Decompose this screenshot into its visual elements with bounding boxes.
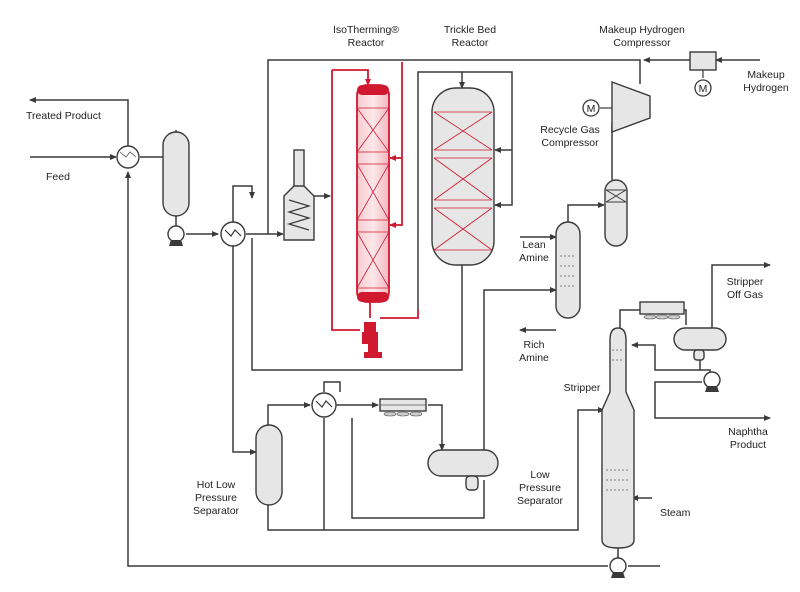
stripper-offgas-label: Stripper xyxy=(727,276,764,288)
hotsep-overhead-line xyxy=(267,402,311,425)
rich-amine-label: Rich xyxy=(523,339,544,351)
feed-effluent-exchanger xyxy=(220,221,246,247)
exchanger-loop-line xyxy=(232,185,255,222)
lean-amine-label: Lean xyxy=(522,239,546,251)
reflux-pump xyxy=(703,371,721,392)
stripper-offgas-label-2: Off Gas xyxy=(727,289,763,301)
trickle-bed-label-2: Reactor xyxy=(452,37,489,49)
feed-exchanger xyxy=(116,145,140,169)
low-pressure-separator-label-3: Separator xyxy=(517,495,564,507)
aircooler-to-lpsep-line xyxy=(428,404,445,451)
scrubber-to-ko-line xyxy=(567,202,605,222)
isotherming-injection-line xyxy=(389,62,403,228)
makeup-motor-label: M xyxy=(699,83,708,95)
amine-scrubber xyxy=(555,221,581,319)
isotherming-reactor-label-2: Reactor xyxy=(348,37,385,49)
rich-amine-label-2: Amine xyxy=(519,352,549,364)
naphtha-product-label: Naphtha xyxy=(728,426,768,438)
feed-pump xyxy=(167,225,185,246)
makeup-hydrogen-label: Makeup xyxy=(747,69,785,81)
treated-product-line xyxy=(29,97,129,148)
makeup-hydrogen-label-2: Hydrogen xyxy=(743,82,789,94)
stripper-bottoms-pump xyxy=(609,557,627,578)
air-cooler xyxy=(379,398,427,417)
hot-lp-separator-label-3: Separator xyxy=(193,505,240,517)
feed-surge-drum xyxy=(162,131,190,217)
steam-label: Steam xyxy=(660,507,691,519)
stripper-overhead-line xyxy=(619,309,640,330)
reactor-effluent-line xyxy=(251,238,463,371)
separator-gas-line xyxy=(483,287,557,450)
hot-lp-separator-label: Hot Low xyxy=(197,479,236,491)
lean-amine-label-2: Amine xyxy=(519,252,549,264)
trickle-bed-reactor xyxy=(431,87,495,266)
cooler-exchanger xyxy=(311,392,337,418)
naphtha-product-line xyxy=(654,381,771,421)
stripper-air-cooler xyxy=(639,301,685,320)
makeup-hydrogen-compressor: M xyxy=(689,51,717,97)
reflux-line xyxy=(631,342,701,371)
exchanger-to-hotsep-line xyxy=(232,246,257,455)
isotherming-reactor xyxy=(356,84,390,303)
bottoms-return-line xyxy=(125,171,608,567)
hotsep-bottom-line xyxy=(267,407,605,531)
lpsep-bottom-line xyxy=(351,418,485,519)
isotherming-circuit xyxy=(331,62,419,331)
cooler-exchanger-loop xyxy=(323,381,341,392)
naphtha-product-label-2: Product xyxy=(730,439,766,451)
recycle-compressor-label: Recycle Gas xyxy=(540,124,600,136)
recycle-motor-label: M xyxy=(587,103,596,115)
fired-heater xyxy=(283,149,315,241)
low-pressure-separator xyxy=(427,449,499,491)
low-pressure-separator-label: Low xyxy=(530,469,550,481)
stripper-column xyxy=(601,327,635,549)
reflux-drum xyxy=(673,327,727,361)
recycle-to-trickle-line xyxy=(417,71,465,310)
hot-low-pressure-separator xyxy=(255,424,283,506)
recycle-header-line xyxy=(462,71,513,208)
makeup-compressor-label-2: Compressor xyxy=(613,37,671,49)
stripper-label: Stripper xyxy=(564,382,601,394)
labels: IsoTherming® Reactor Trickle Bed Reactor… xyxy=(26,24,789,519)
isotherming-reactor-label: IsoTherming® xyxy=(333,24,399,36)
trickle-bed-label: Trickle Bed xyxy=(444,24,496,36)
treated-product-label: Treated Product xyxy=(26,110,101,122)
recycle-ko-drum xyxy=(604,179,628,247)
isotherming-recycle-pump xyxy=(362,322,382,358)
feed-label: Feed xyxy=(46,171,70,183)
hot-lp-separator-label-2: Pressure xyxy=(195,492,237,504)
recycle-compressor-label-2: Compressor xyxy=(541,137,599,149)
isotherming-recycle-top xyxy=(332,69,371,86)
recycle-gas-compressor: M xyxy=(582,80,651,134)
low-pressure-separator-label-2: Pressure xyxy=(519,482,561,494)
isotherming-outlet xyxy=(380,310,419,319)
hydrogen-header-line xyxy=(267,59,641,220)
piping xyxy=(29,57,771,567)
isotherming-recycle-line xyxy=(331,70,360,331)
makeup-compressor-label: Makeup Hydrogen xyxy=(599,24,685,36)
